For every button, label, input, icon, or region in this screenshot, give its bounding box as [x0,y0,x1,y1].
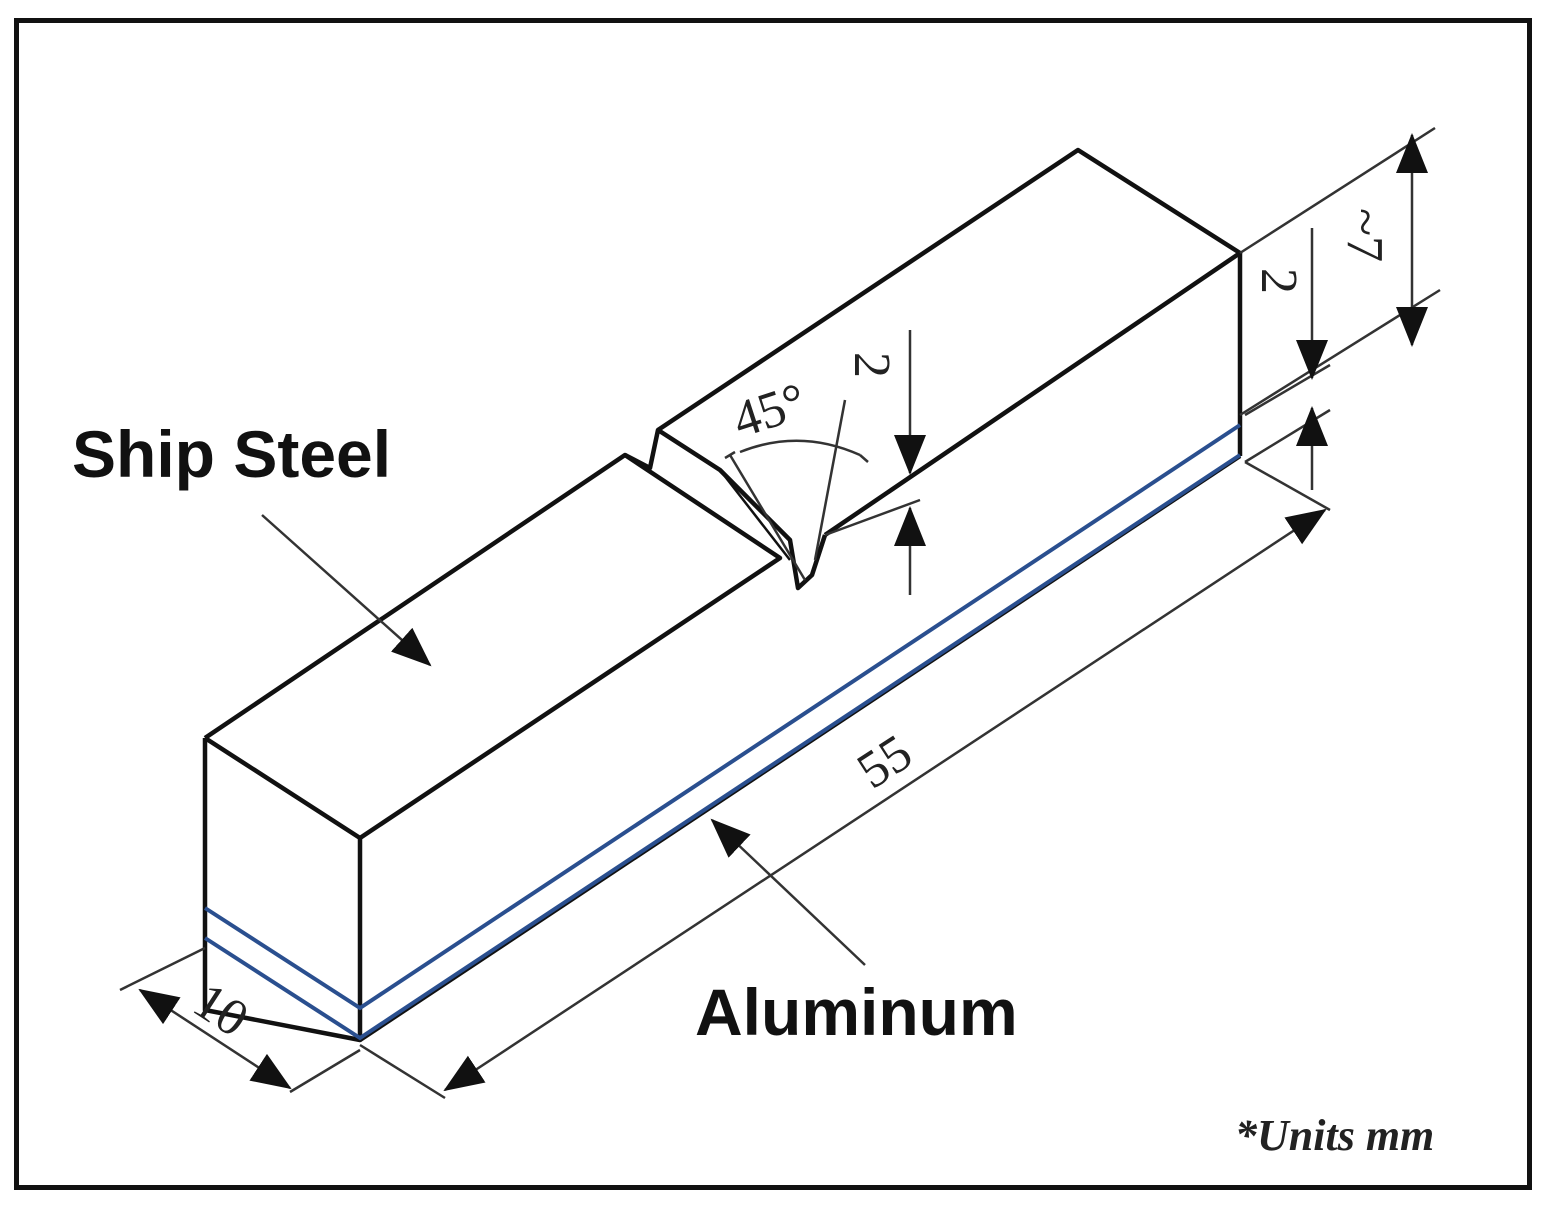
width-dimension: 10 [183,972,258,1048]
ship-steel-label: Ship Steel [72,417,391,491]
top-right-section [656,147,1243,537]
aluminum-label: Aluminum [695,975,1018,1049]
steel-thickness-dimension: ~7 [1336,208,1393,262]
units-note: *Units mm [1235,1111,1434,1160]
length-dimension: 55 [847,724,922,800]
aluminum-thickness-dimension: 2 [1250,268,1307,294]
notch-angle-dimension: 45° [726,373,813,450]
dimension-lines [119,126,1441,1100]
top-left-section [203,452,783,840]
notch-depth-dimension: 2 [843,352,900,378]
